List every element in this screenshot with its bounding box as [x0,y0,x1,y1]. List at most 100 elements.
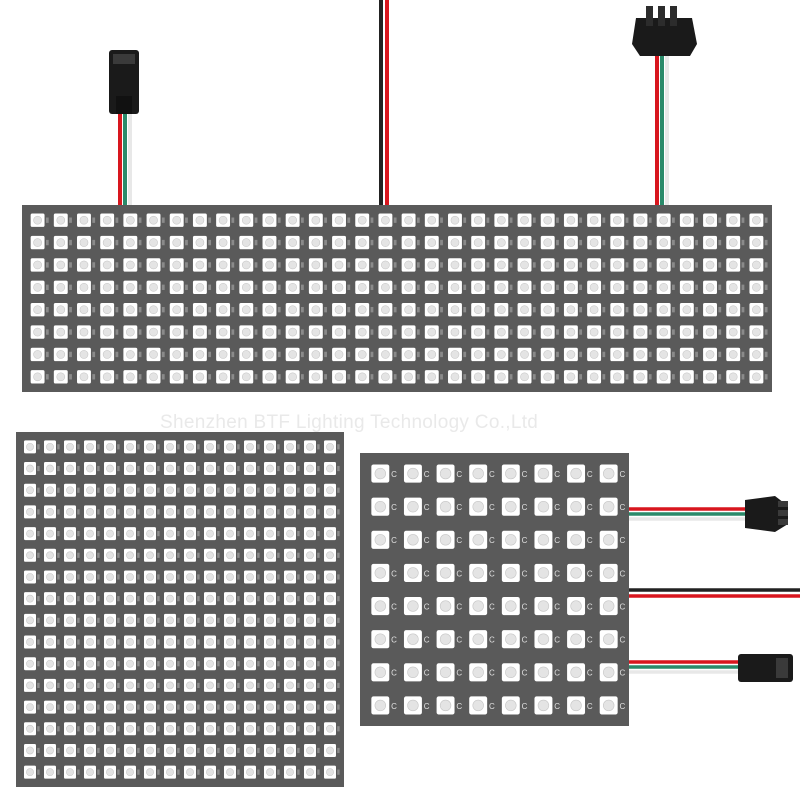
led-pixel [224,505,240,519]
led-pixel [104,548,120,562]
led-pixel [24,678,40,692]
led-pixel [244,462,260,476]
led-pixel [656,302,675,317]
led-pixel [726,258,745,272]
led-pixel [264,548,280,562]
led-pixel [587,370,606,384]
led-pixel [703,302,722,317]
led-pixel [77,347,96,362]
led-pixel [216,280,235,295]
led-pixel [378,325,397,339]
led-pixel [448,370,467,384]
led-pixel [308,235,327,250]
led-pixel [24,657,40,671]
led-pixel [633,302,652,317]
led-pixel [184,527,200,541]
led-pixel [517,235,536,250]
led-pixel [144,722,160,736]
led-pixel [224,570,240,584]
led-pixel [216,235,235,250]
led-pixel [324,635,340,649]
led-pixel [633,370,652,384]
capacitor-label: C [522,470,528,479]
led-pixel [656,325,675,339]
led-pixel [378,235,397,250]
capacitor-label: C [489,669,495,678]
led-pixel [204,462,220,476]
capacitor-label: C [522,636,528,645]
led-pixel [192,325,212,339]
led-pixel [144,678,160,692]
led-pixel [204,570,220,584]
led-pixel [124,722,140,736]
led-pixel [144,548,160,562]
led-pixel [124,527,140,541]
led-pixel [30,347,49,362]
led-pixel [378,347,397,362]
led-pixel [656,370,675,384]
led-pixel [403,464,422,483]
led-pixel [216,347,235,362]
led-pixel [563,325,583,339]
wire-pair-right-middle [629,588,800,598]
led-pixel [144,505,160,519]
led-pixel [204,700,220,714]
led-pixel [164,657,180,671]
panel-8x32-pcb [22,205,772,392]
led-pixel [104,505,120,519]
led-pixel [501,497,520,516]
led-pixel [100,235,119,250]
capacitor-label: C [522,669,528,678]
capacitor-label: C [456,470,462,479]
led-pixel [633,235,652,250]
led-pixel [324,440,340,454]
led-pixel [84,657,100,671]
capacitor-label: C [456,503,462,512]
led-pixel [44,505,60,519]
led-pixel [24,440,40,454]
led-pixel [308,213,327,227]
led-pixel [144,527,160,541]
led-pixel [100,302,119,317]
capacitor-label: C [424,503,430,512]
led-pixel [124,548,140,562]
led-pixel [563,235,583,250]
led-pixel [264,765,280,779]
led-pixel [244,635,260,649]
capacitor-label: C [489,702,495,711]
led-pixel [703,258,722,272]
led-pixel [371,696,390,715]
led-pixel [24,592,40,606]
capacitor-label: C [456,669,462,678]
led-pixel [24,483,40,497]
led-pixel [124,635,140,649]
led-pixel [371,497,390,516]
led-pixel [587,302,606,317]
led-pixel [104,743,120,757]
led-pixel [77,258,96,272]
capacitor-label: C [522,536,528,545]
led-pixel [284,548,300,562]
led-pixel [567,563,586,583]
led-pixel [164,462,180,476]
led-pixel [124,570,140,584]
led-pixel [534,497,553,516]
led-pixel [284,700,300,714]
led-pixel [169,347,188,362]
led-pixel [30,325,49,339]
led-pixel [64,635,80,649]
led-pixel [100,325,119,339]
led-pixel [304,527,320,541]
led-pixel [285,302,304,317]
led-pixel [64,657,80,671]
led-pixel [100,258,119,272]
led-pixel [192,347,212,362]
led-pixel [469,530,488,549]
led-pixel [378,213,397,227]
led-pixel [104,483,120,497]
led-pixel [517,213,536,227]
led-pixel [264,613,280,627]
led-pixel [656,213,675,227]
led-pixel [146,325,165,339]
led-pixel [30,235,49,250]
